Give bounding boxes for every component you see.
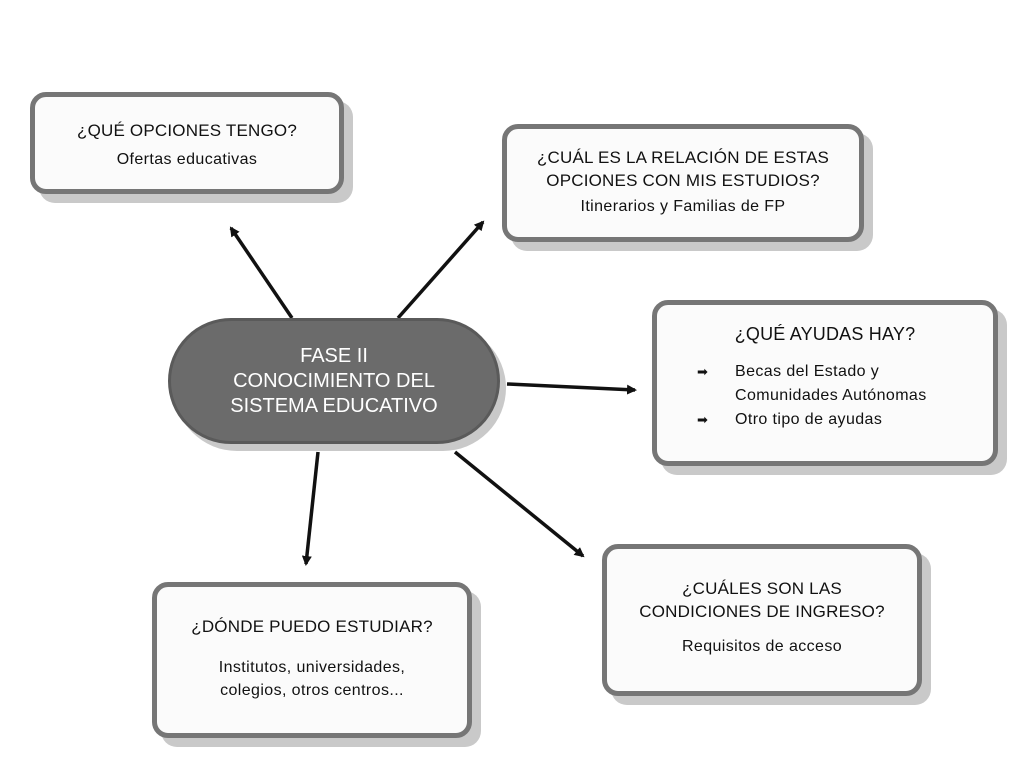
list-item: ➡ Becas del Estado y bbox=[697, 360, 993, 384]
node-estudiar-sub-line1: Institutos, universidades, bbox=[218, 659, 406, 676]
list-item: Comunidades Autónomas bbox=[735, 387, 927, 404]
arrow-to-estudiar bbox=[301, 451, 320, 566]
central-node-line2: CONOCIMIENTO DEL bbox=[233, 369, 435, 392]
node-estudiar: ¿DÓNDE PUEDO ESTUDIAR? Institutos, unive… bbox=[152, 582, 472, 738]
node-relacion-title-line2: OPCIONES CON MIS ESTUDIOS? bbox=[546, 171, 820, 190]
central-node-line1: FASE II bbox=[300, 344, 368, 367]
arrow-to-ayudas bbox=[506, 382, 637, 395]
node-relacion-title-line1: ¿CUÁL ES LA RELACIÓN DE ESTAS bbox=[536, 148, 830, 167]
arrow-to-relacion bbox=[396, 220, 485, 320]
arrow-to-condiciones bbox=[453, 450, 585, 558]
node-opciones: ¿QUÉ OPCIONES TENGO? Ofertas educativas bbox=[30, 92, 344, 194]
central-node-line3: SISTEMA EDUCATIVO bbox=[230, 394, 438, 417]
node-estudiar-title: ¿DÓNDE PUEDO ESTUDIAR? bbox=[191, 617, 433, 636]
bullet-arrow-icon: ➡ bbox=[697, 412, 709, 427]
bullet-arrow-icon: ➡ bbox=[697, 364, 709, 379]
node-opciones-title: ¿QUÉ OPCIONES TENGO? bbox=[76, 121, 297, 140]
node-condiciones: ¿CUÁLES SON LAS CONDICIONES DE INGRESO? … bbox=[602, 544, 922, 696]
node-relacion: ¿CUÁL ES LA RELACIÓN DE ESTAS OPCIONES C… bbox=[502, 124, 864, 242]
node-condiciones-subtitle: Requisitos de acceso bbox=[681, 638, 843, 655]
node-condiciones-title-line2: CONDICIONES DE INGRESO? bbox=[639, 602, 885, 621]
node-ayudas-list: ➡ Becas del Estado y Comunidades Autónom… bbox=[697, 360, 993, 432]
arrow-to-opciones bbox=[229, 226, 294, 319]
node-ayudas: ¿QUÉ AYUDAS HAY? ➡ Becas del Estado y Co… bbox=[652, 300, 998, 466]
node-relacion-subtitle: Itinerarios y Familias de FP bbox=[580, 198, 786, 215]
node-condiciones-title-line1: ¿CUÁLES SON LAS bbox=[682, 579, 842, 598]
node-opciones-subtitle: Ofertas educativas bbox=[116, 151, 258, 168]
list-item: ➡ Otro tipo de ayudas bbox=[697, 408, 993, 432]
node-estudiar-sub-line2: colegios, otros centros... bbox=[220, 682, 404, 699]
node-ayudas-title: ¿QUÉ AYUDAS HAY? bbox=[734, 324, 916, 344]
central-node: FASE II CONOCIMIENTO DEL SISTEMA EDUCATI… bbox=[168, 318, 500, 444]
